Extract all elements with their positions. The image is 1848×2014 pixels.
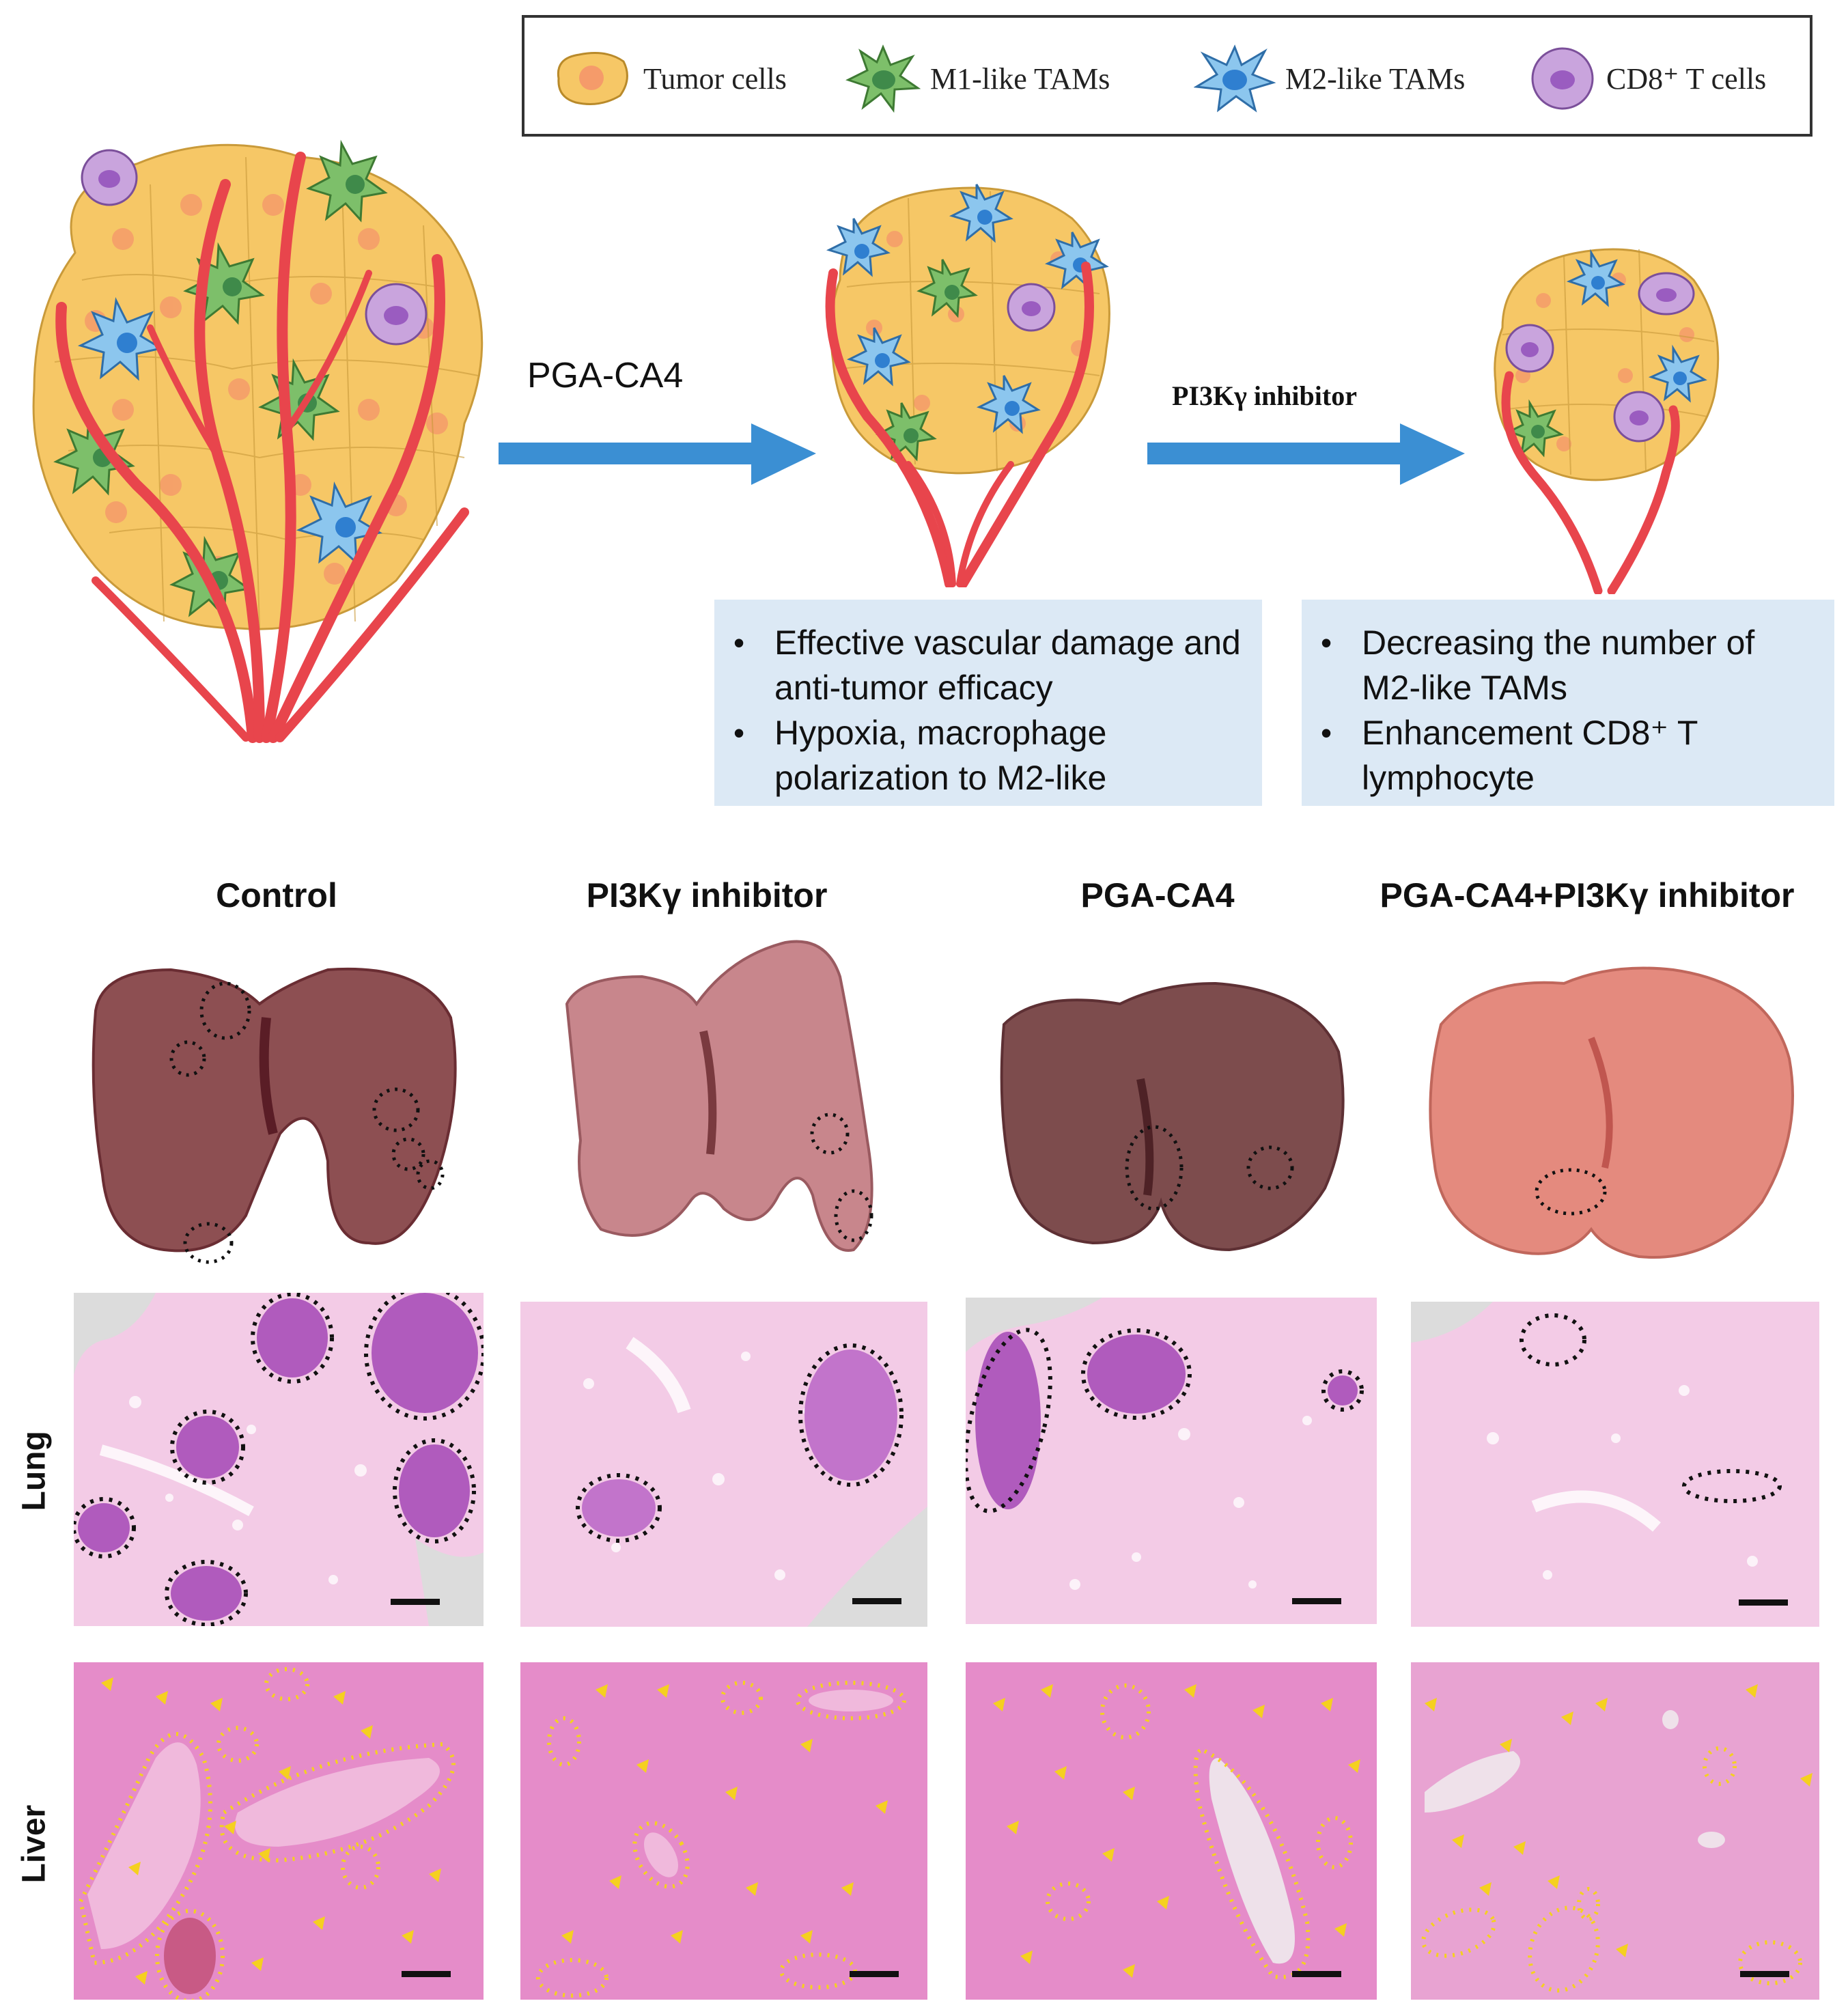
info-box-bullet-list: Effective vascular damage and anti-tumor…: [733, 620, 1243, 800]
column-title-control: Control: [216, 876, 337, 914]
liver-histology-pi3k-inhibitor: [520, 1662, 927, 2000]
m1-tam-icon: [845, 44, 921, 113]
lung-histology-image: [520, 1302, 927, 1627]
info-bullet: Enhancement CD8⁺ T lymphocyte: [1321, 710, 1815, 800]
column-title-pi3k-inhibitor: PI3Kγ inhibitor: [586, 876, 828, 914]
scale-bar: [850, 1971, 899, 1977]
liver-histology-image: [966, 1662, 1377, 2000]
liver-histology-pga-ca4: [966, 1662, 1377, 2000]
lung-gross-photo-pga-ca4: [1000, 981, 1345, 1252]
column-title-pga-ca4: PGA-CA4: [1080, 876, 1235, 914]
arrow-right-icon: [1147, 423, 1465, 485]
lung-histology-image: [74, 1293, 484, 1626]
row-label-liver: Liver: [16, 1804, 53, 1884]
liver-histology-image: [74, 1662, 484, 2000]
info-bullet: Hypoxia, macrophage polarization to M2-l…: [733, 710, 1243, 800]
column-title-combination: PGA-CA4+PI3Kγ inhibitor: [1380, 876, 1795, 914]
info-bullet: Effective vascular damage and anti-tumor…: [733, 620, 1243, 710]
scale-bar: [1292, 1971, 1341, 1977]
tumor-pga-ca4-illustration: [825, 184, 1110, 587]
scale-bar: [402, 1971, 451, 1977]
legend-label: M2-like TAMs: [1285, 61, 1466, 96]
scale-bar: [1739, 1599, 1788, 1606]
lung-histology-image: [1411, 1302, 1819, 1627]
lung-histology-combination: [1411, 1302, 1819, 1627]
lung-histology-control: [74, 1293, 484, 1626]
scale-bar: [391, 1599, 440, 1605]
lung-histology-pi3k-inhibitor: [520, 1302, 927, 1627]
scale-bar: [1292, 1598, 1341, 1604]
legend-label: CD8⁺ T cells: [1606, 61, 1767, 96]
lung-histology-pga-ca4: [966, 1298, 1377, 1624]
liver-histology-control: [74, 1662, 484, 2000]
legend-item-cd8-t-cells: CD8⁺ T cells: [1528, 47, 1767, 110]
legend-label: M1-like TAMs: [930, 61, 1110, 96]
liver-histology-image: [520, 1662, 927, 2000]
lung-gross-photo-pi3k-inhibitor: [565, 940, 873, 1252]
lung-gross-photo-combination: [1429, 966, 1794, 1259]
scale-bar: [852, 1598, 901, 1604]
lung-gross-photo-control: [92, 967, 457, 1264]
legend-box: Tumor cells M1-like TAMs M2-like TAMs CD…: [522, 15, 1812, 137]
legend-item-m2-tams: M2-like TAMs: [1194, 44, 1466, 113]
legend-item-m1-tams: M1-like TAMs: [845, 44, 1110, 113]
tumor-untreated-illustration: [32, 139, 484, 743]
scale-bar: [1740, 1971, 1789, 1977]
tumor-combination-illustration: [1494, 248, 1720, 594]
legend-label: Tumor cells: [643, 61, 787, 96]
info-box-bullet-list: Decreasing the number of M2-like TAMs En…: [1321, 620, 1815, 800]
arrow-label-pi3k-inhibitor: PI3Kγ inhibitor: [1172, 380, 1357, 411]
arrow-right-icon: [499, 423, 816, 485]
cd8-t-cell-icon: [1531, 47, 1594, 110]
info-box-combination-effects: Decreasing the number of M2-like TAMs En…: [1302, 600, 1834, 806]
lung-histology-image: [966, 1298, 1377, 1624]
liver-histology-image: [1411, 1662, 1819, 2000]
m2-tam-icon: [1194, 44, 1276, 113]
liver-histology-combination: [1411, 1662, 1819, 2000]
row-label-lung: Lung: [16, 1431, 53, 1511]
legend-item-tumor-cells: Tumor cells: [552, 48, 787, 109]
info-box-pga-ca4-effects: Effective vascular damage and anti-tumor…: [714, 600, 1262, 806]
tumor-cell-icon: [557, 52, 628, 105]
info-bullet: Decreasing the number of M2-like TAMs: [1321, 620, 1815, 710]
arrow-label-pga-ca4: PGA-CA4: [527, 356, 684, 395]
